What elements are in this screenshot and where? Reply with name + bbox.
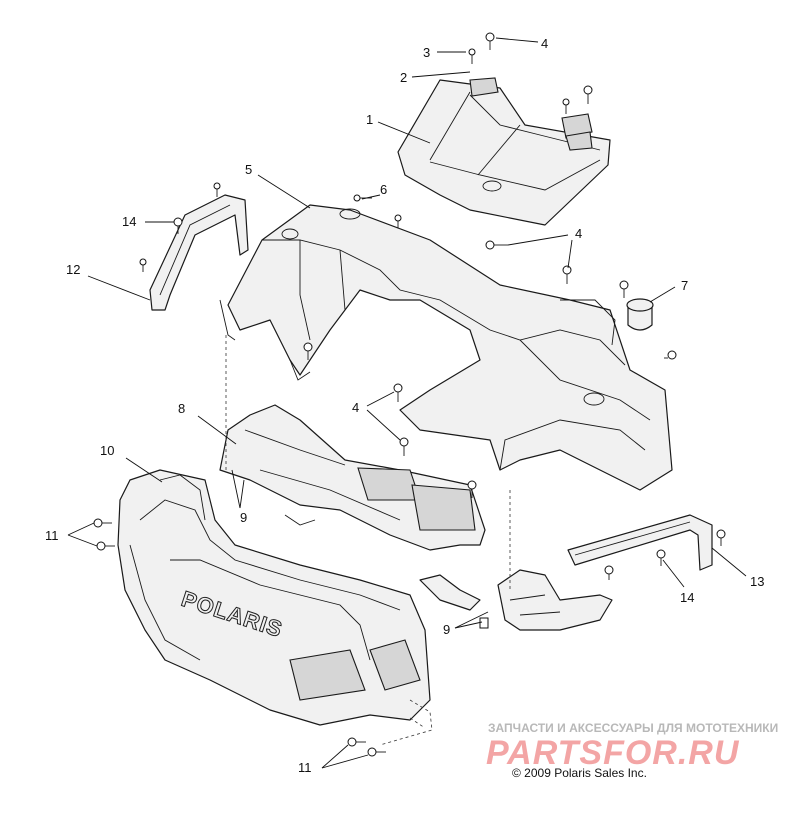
callout-14-right: 14	[680, 590, 694, 605]
callout-8: 8	[178, 401, 185, 416]
callout-4-right: 4	[575, 226, 582, 241]
copyright-text: © 2009 Polaris Sales Inc.	[512, 766, 647, 780]
callout-10: 10	[100, 443, 114, 458]
lower-dash-panel-part	[219, 404, 486, 551]
callout-1: 1	[366, 112, 373, 127]
callout-12: 12	[66, 262, 80, 277]
callout-9-right: 9	[443, 622, 450, 637]
watermark-tagline: ЗАПЧАСТИ И АКСЕССУАРЫ ДЛЯ МОТОТЕХНИКИ	[488, 721, 779, 735]
side-fairing-part	[419, 569, 613, 631]
watermark-brand: PARTSFOR.RU	[486, 734, 740, 772]
callout-7: 7	[681, 278, 688, 293]
callout-2: 2	[400, 70, 407, 85]
callout-labels: 1 2 3 4 5 6 4 7 4 8 9 10 11 12 14 13 14 …	[45, 36, 764, 775]
callout-11-bottom: 11	[298, 760, 312, 775]
front-cab-part	[219, 204, 673, 491]
callout-4-center: 4	[352, 400, 359, 415]
callout-13: 13	[750, 574, 764, 589]
callout-6: 6	[380, 182, 387, 197]
callout-leader-lines	[67, 37, 747, 769]
callout-4-top: 4	[541, 36, 548, 51]
callout-3: 3	[423, 45, 430, 60]
callout-5: 5	[245, 162, 252, 177]
callout-11-left: 11	[45, 528, 59, 543]
assembly-guide-lines	[225, 335, 511, 746]
hood-cover-part	[397, 77, 611, 226]
callout-9-left: 9	[240, 510, 247, 525]
callout-14-left: 14	[122, 214, 136, 229]
left-bracket-part	[149, 194, 249, 311]
right-bracket-part	[567, 514, 713, 571]
front-nose-bumper-part: POLARIS	[117, 469, 431, 726]
cup-holder-part	[626, 298, 654, 331]
fastener-screws	[93, 32, 726, 757]
